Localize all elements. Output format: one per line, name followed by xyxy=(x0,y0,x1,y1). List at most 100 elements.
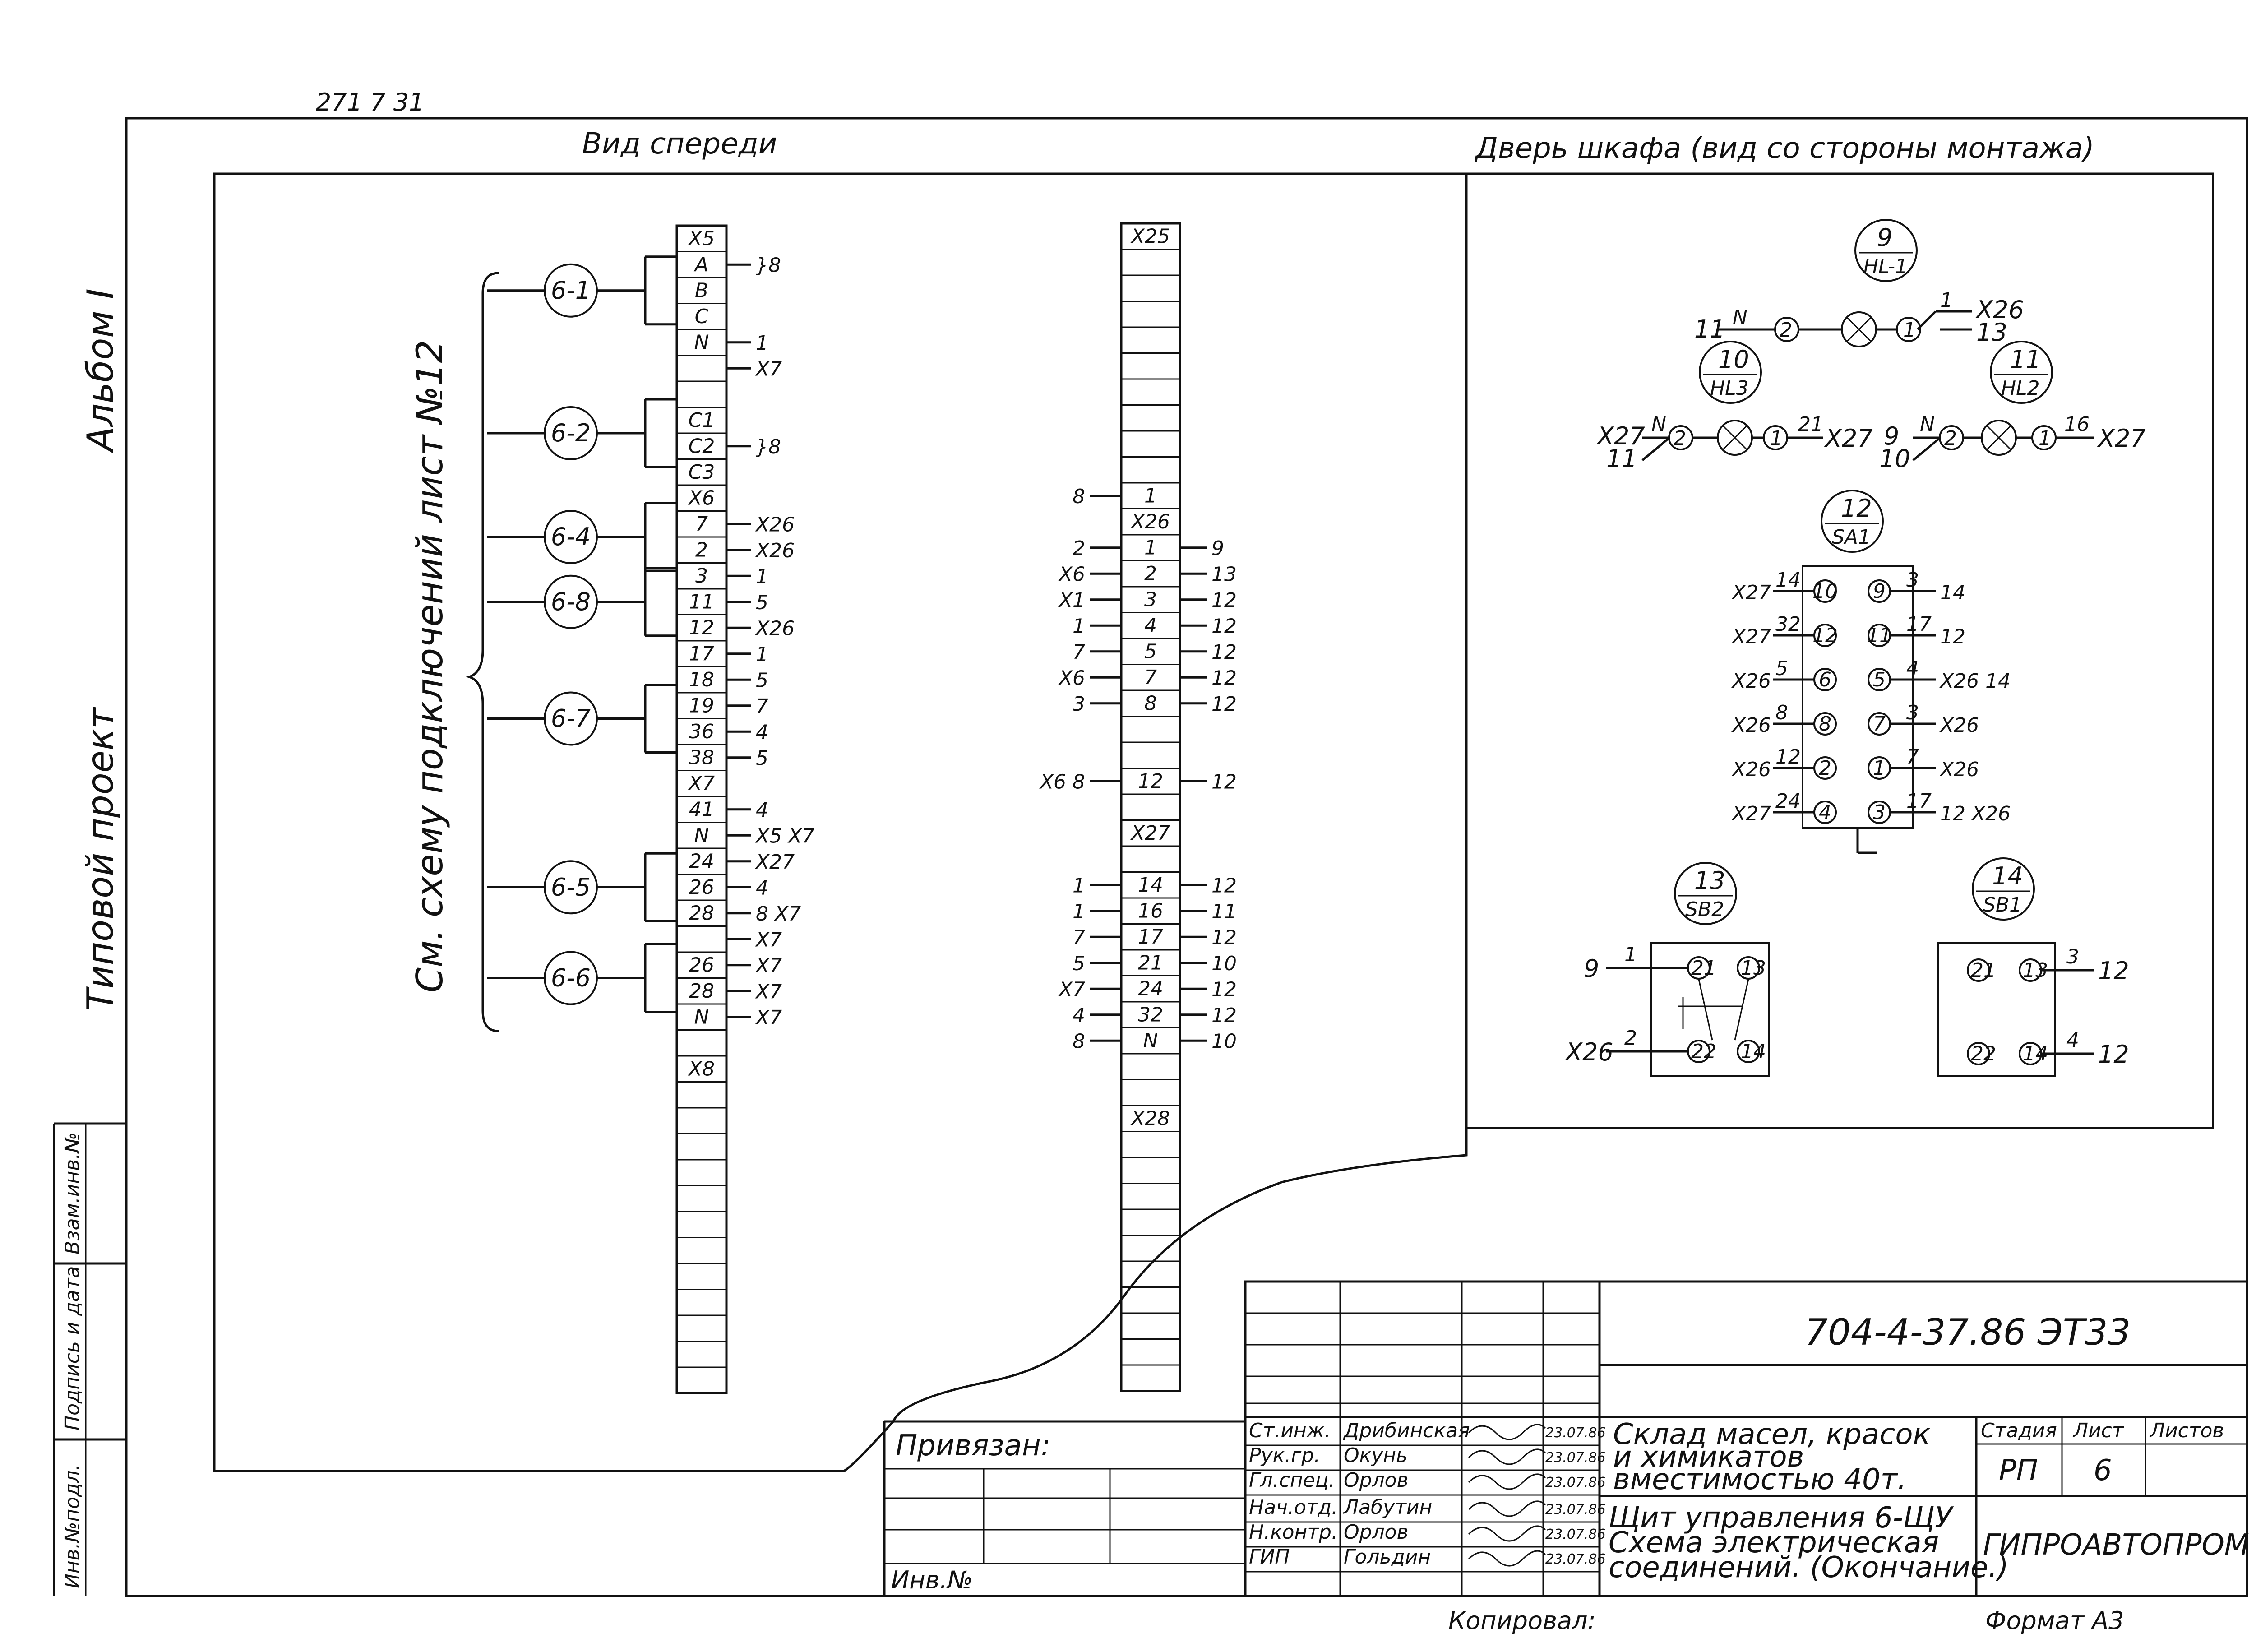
terminal-label: N xyxy=(1143,1029,1158,1052)
wire-label: 10 xyxy=(1211,952,1237,975)
terminal-label: 41 xyxy=(689,798,714,821)
terminal-label: 12 xyxy=(689,616,714,639)
wire-label: 12 xyxy=(1211,641,1237,664)
wire-label: X7 xyxy=(755,357,782,380)
wire-label: X1 xyxy=(1058,589,1085,612)
svg-text:1: 1 xyxy=(1624,943,1637,966)
device-label: 6-5 xyxy=(551,873,591,901)
sa1-pin-label: 8 xyxy=(1819,713,1831,736)
terminal-label: N xyxy=(694,824,709,847)
sa1-wire-label: 4 xyxy=(1906,657,1919,680)
wire-label: 2 xyxy=(1073,537,1085,560)
svg-text:N: N xyxy=(1651,413,1666,436)
svg-text:1: 1 xyxy=(1770,427,1783,450)
sa1-pin-label: 10 xyxy=(1812,580,1838,603)
person-date: 23.07.86 xyxy=(1545,1502,1606,1518)
terminal-outline xyxy=(1120,222,1181,1392)
sa1-pin-label: 1 xyxy=(1873,757,1886,780)
terminal-label: X28 xyxy=(1130,1107,1170,1130)
person-name: Лабутин xyxy=(1343,1496,1432,1519)
svg-text:9: 9 xyxy=(1584,954,1599,983)
see-scheme-brace xyxy=(466,272,499,1032)
terminal-label: X5 xyxy=(688,227,715,250)
svg-text:9: 9 xyxy=(1884,422,1899,450)
terminal-label: 17 xyxy=(689,643,714,666)
svg-text:10: 10 xyxy=(1879,444,1910,473)
corner-stamp: 271 7 31 xyxy=(316,88,424,116)
device-circle xyxy=(544,510,598,564)
wire-label: X6 xyxy=(1058,666,1085,689)
sa1-ext-label: X26 14 xyxy=(1939,670,2011,693)
person-name: Орлов xyxy=(1344,1521,1409,1544)
album-label: Альбом I xyxy=(79,288,121,453)
wire-label: 7 xyxy=(1073,641,1085,664)
sheets-header: Листов xyxy=(2149,1419,2224,1442)
svg-text:21: 21 xyxy=(1971,959,1996,982)
wire-label: X7 xyxy=(755,954,782,977)
terminal-label: X25 xyxy=(1130,225,1170,248)
terminal-label: C3 xyxy=(689,461,715,484)
wire-label: 11 xyxy=(1211,900,1237,923)
terminal-label: X27 xyxy=(1130,822,1170,845)
stage-value: РП xyxy=(1999,1454,2038,1487)
wire-label: 12 xyxy=(1211,666,1237,689)
see-scheme-label: См. схему подключений лист №12 xyxy=(409,340,451,993)
wire-label: 5 xyxy=(756,669,768,692)
svg-text:1: 1 xyxy=(1903,319,1916,342)
terminal-label: 4 xyxy=(1144,614,1157,637)
lamp-hl1: 9 HL-1 11 N 2 1 1 X26 13 xyxy=(1694,219,2024,347)
sa1-pin-label: 3 xyxy=(1873,801,1886,824)
sheet-line-1: Щит управления 6-ЩУ xyxy=(1609,1501,1954,1535)
wire-label: 4 xyxy=(756,721,768,744)
terminal-label: C1 xyxy=(689,409,715,432)
sa1-ext-label: 12 xyxy=(1940,625,1965,648)
margin-stamp-inv: Инв.№подл. xyxy=(61,1464,84,1588)
terminal-label: X8 xyxy=(688,1058,715,1081)
margin-stamp-replace: Взам.инв.№ xyxy=(61,1132,84,1254)
wire-label: 8 X7 xyxy=(756,902,801,925)
wire-label: 1 xyxy=(1073,874,1085,897)
svg-text:X26: X26 xyxy=(1564,1038,1613,1066)
svg-text:SB2: SB2 xyxy=(1685,898,1724,921)
wire-label: X26 xyxy=(755,617,795,640)
svg-text:2: 2 xyxy=(1944,427,1957,450)
sheet-line-2: Схема электрическая xyxy=(1609,1526,1939,1559)
svg-text:2: 2 xyxy=(1674,427,1686,450)
svg-text:13: 13 xyxy=(1741,957,1766,980)
svg-text:X26: X26 xyxy=(1975,296,2024,324)
terminal-label: A xyxy=(693,253,708,276)
device-circle xyxy=(544,574,598,629)
terminal-label: N xyxy=(694,331,709,354)
wire-label: X27 xyxy=(755,851,795,874)
svg-text:1: 1 xyxy=(1940,289,1953,312)
signature-scribble xyxy=(1468,1424,1546,1440)
person-role: ГИП xyxy=(1249,1546,1290,1569)
terminal-label: X6 xyxy=(688,487,715,510)
wire-label: 12 xyxy=(1211,770,1237,793)
svg-text:X27: X27 xyxy=(1596,422,1645,450)
wire-label: }8 xyxy=(756,254,781,277)
wire-label: X6 8 xyxy=(1039,770,1085,793)
wire-label: 12 xyxy=(1211,693,1237,716)
device-label: 6-4 xyxy=(551,523,591,551)
svg-text:HL-1: HL-1 xyxy=(1863,255,1908,278)
button-sb2: 13 SB2 21 13 22 14 9 1 X26 2 xyxy=(1564,862,1770,1077)
person-name: Окунь xyxy=(1344,1444,1408,1467)
terminal-label: 28 xyxy=(689,902,714,925)
svg-text:3: 3 xyxy=(2066,945,2079,968)
wire-label: 12 xyxy=(1211,589,1237,612)
sa1-pin-label: 12 xyxy=(1812,624,1838,647)
terminal-label: 28 xyxy=(689,980,714,1003)
sa1-ext-label: X27 xyxy=(1731,625,1771,648)
outer-frame xyxy=(125,117,2248,1597)
person-name: Орлов xyxy=(1344,1469,1409,1492)
wire-label: 1 xyxy=(756,332,768,355)
terminal-label: 14 xyxy=(1138,874,1163,897)
left-terminal-block: X5ABCNC1C2C3X672311121718193638X741N2426… xyxy=(487,224,814,1394)
svg-text:14: 14 xyxy=(1992,862,2023,890)
terminal-label: 3 xyxy=(1144,588,1157,611)
front-panel-outline xyxy=(213,172,1468,1472)
sa1-pin-label: 9 xyxy=(1873,580,1886,603)
terminal-label: 2 xyxy=(1144,562,1157,585)
terminal-label: N xyxy=(694,1006,709,1029)
